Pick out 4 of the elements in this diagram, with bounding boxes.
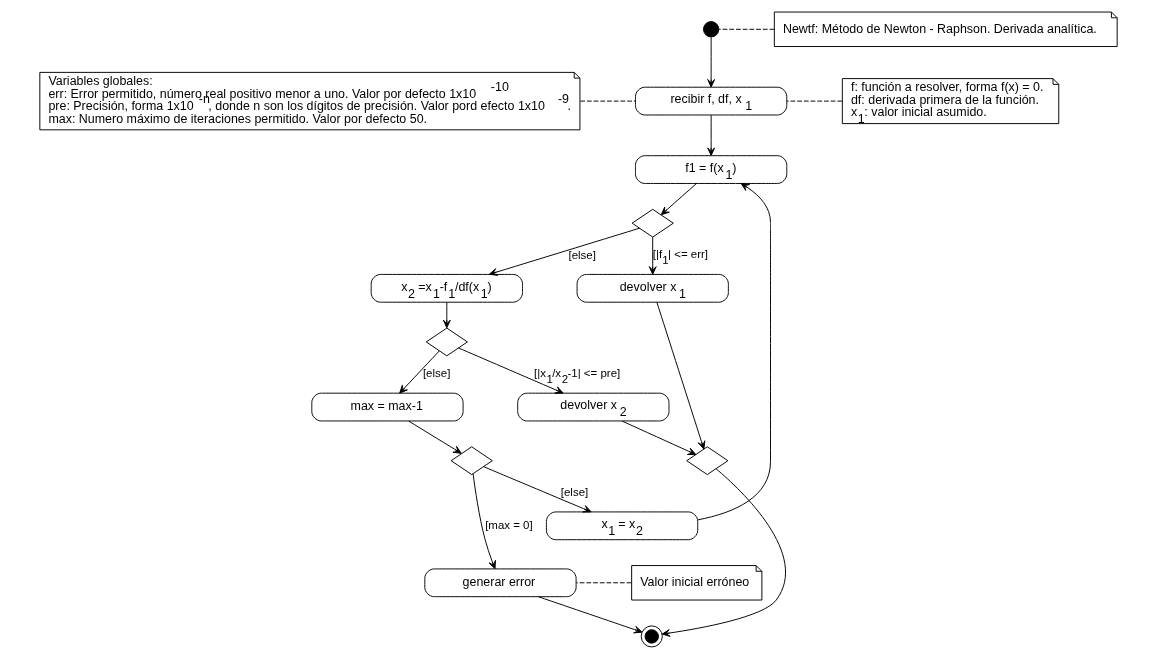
edge-label: [max = 0] [484, 518, 533, 531]
edge-label: [else] [422, 367, 450, 380]
edge-label: [else] [567, 248, 596, 261]
edge-label: [else] [560, 486, 588, 499]
